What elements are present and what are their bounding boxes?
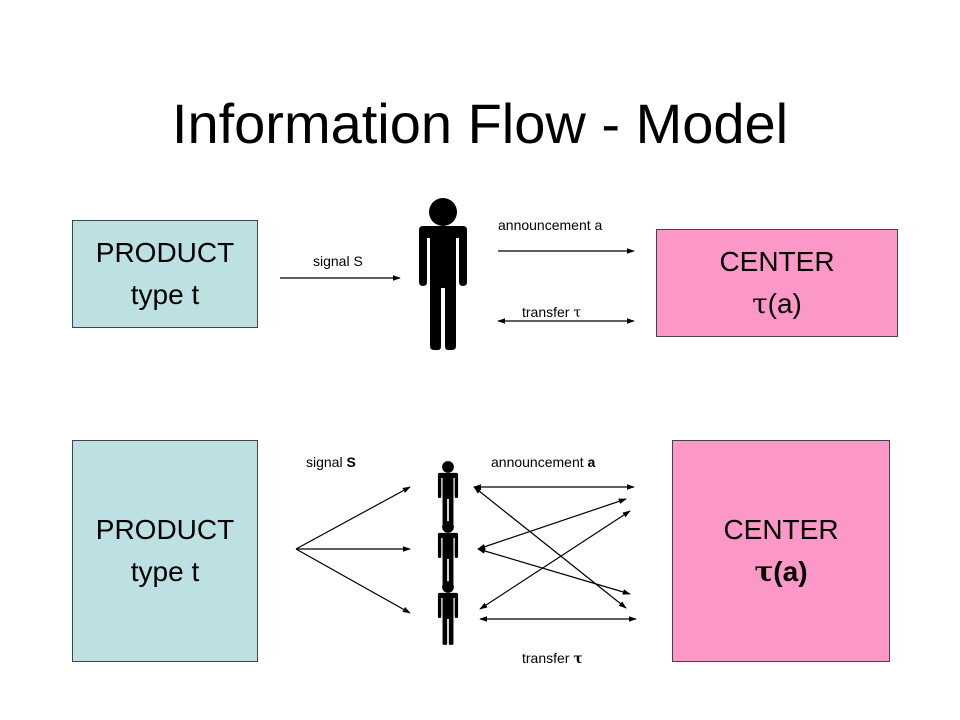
transfer-variable: τ [573, 305, 582, 321]
transfer-arrow [477, 498, 627, 550]
signal-label-bottom: signal S [306, 454, 356, 470]
center-transfer-function: τ(a) [752, 283, 802, 325]
transfer-arrow [473, 486, 627, 609]
announcement-variable: a [587, 454, 596, 470]
product-box-bottom: PRODUCT type t [72, 440, 258, 662]
product-label: PRODUCT [95, 514, 235, 545]
center-argument: (a) [767, 288, 802, 319]
product-label: PRODUCT [95, 237, 235, 268]
announcement-label-bottom: announcement a [491, 454, 596, 470]
page-title: Information Flow - Model [171, 92, 789, 155]
tau-symbol: τ [752, 287, 768, 320]
signal-variable: S [353, 253, 363, 269]
person-icon [437, 461, 459, 525]
announcement-label-top: announcement a [498, 217, 603, 233]
signal-arrow [295, 486, 411, 550]
center-label: CENTER [719, 246, 835, 277]
person-icon [419, 198, 467, 350]
center-box-top: CENTER τ(a) [656, 229, 898, 337]
person-icon [437, 581, 459, 645]
center-argument: (a) [773, 556, 808, 587]
person-icon [437, 521, 459, 585]
center-transfer-function: τ(a) [754, 551, 807, 593]
transfer-arrow [479, 510, 631, 610]
transfer-label-top: transfer τ [522, 304, 582, 321]
signal-variable: S [346, 454, 356, 470]
signal-arrow [295, 548, 411, 614]
product-box-top: PRODUCT type t [72, 220, 258, 328]
transfer-arrow [477, 548, 631, 595]
product-type-label: type t [130, 556, 200, 587]
product-type-label: type t [130, 279, 200, 310]
tau-symbol: τ [754, 555, 774, 588]
signal-label-top: signal S [313, 253, 363, 269]
transfer-label-bottom: transfer τ [522, 650, 583, 667]
announcement-variable: a [594, 217, 603, 233]
transfer-variable: τ [573, 651, 583, 667]
center-label: CENTER [723, 514, 839, 545]
center-box-bottom: CENTER τ(a) [672, 440, 890, 662]
